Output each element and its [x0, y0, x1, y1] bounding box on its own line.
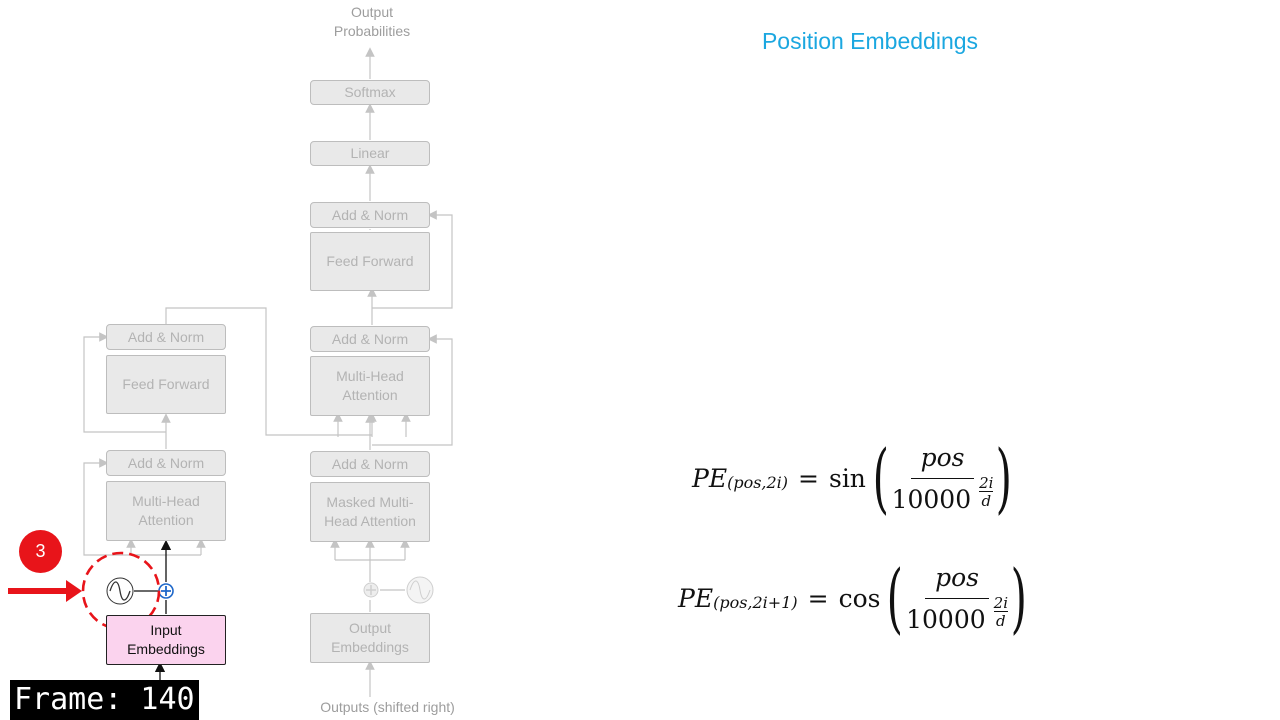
formula-exp-num: 2i: [979, 473, 994, 492]
formula-exp-den: d: [996, 612, 1006, 630]
formula-equals: =: [798, 463, 819, 493]
add-icon: [158, 583, 174, 599]
decoder-add-norm-top: Add & Norm: [310, 202, 430, 228]
decoder-sine-icon: [406, 576, 434, 604]
formula-sin-fraction: pos 10000 2i d: [892, 443, 994, 514]
linear-block: Linear: [310, 141, 430, 166]
softmax-block: Softmax: [310, 80, 430, 105]
formula-pe-label: PE: [678, 583, 714, 613]
masked-multi-head-attention-block: Masked Multi- Head Attention: [310, 482, 430, 542]
decoder-add-norm-bottom: Add & Norm: [310, 451, 430, 477]
positional-encoding-sine-icon: [106, 577, 134, 605]
formula-cos: PE(pos,2i+1) = cos ( pos 10000 2i d ): [678, 553, 1027, 642]
input-embeddings-block: Input Embeddings: [106, 615, 226, 665]
formula-sin: PE(pos,2i) = sin ( pos 10000 2i d ): [692, 433, 1013, 522]
decoder-add-norm-mid: Add & Norm: [310, 326, 430, 352]
step-badge: 3: [19, 530, 62, 573]
encoder-add-norm-bottom: Add & Norm: [106, 450, 226, 476]
decoder-feed-forward-block: Feed Forward: [310, 232, 430, 291]
decoder-add-icon: [363, 582, 379, 598]
output-embeddings-block: Output Embeddings: [310, 613, 430, 663]
formula-exp-den: d: [981, 492, 992, 510]
formula-sin-subscript: (pos,2i): [727, 472, 789, 492]
formula-numerator: pos: [925, 563, 989, 599]
output-probabilities-label: Output Probabilities: [333, 4, 411, 39]
encoder-feed-forward-block: Feed Forward: [106, 355, 226, 414]
encoder-multi-head-attention-block: Multi-Head Attention: [106, 481, 226, 541]
formula-numerator: pos: [910, 443, 975, 479]
formula-cos-fraction: pos 10000 2i d: [906, 563, 1008, 634]
encoder-add-norm-top: Add & Norm: [106, 324, 226, 350]
formula-cos-subscript: (pos,2i+1): [713, 592, 798, 612]
decoder-multi-head-attention-block: Multi-Head Attention: [310, 356, 430, 416]
panel-title: Position Embeddings: [761, 28, 979, 54]
pointer-arrow-icon: [8, 580, 82, 602]
formula-base: 10000: [906, 604, 986, 634]
formula-sin-func: sin: [828, 463, 866, 493]
formula-equals: =: [807, 583, 829, 613]
frame-counter: Frame: 140: [10, 680, 199, 720]
outputs-shifted-right-label: Outputs (shifted right): [320, 699, 455, 715]
formula-cos-func: cos: [838, 583, 881, 613]
formula-exp-num: 2i: [993, 593, 1008, 612]
formula-pe-label: PE: [692, 463, 728, 493]
formula-base: 10000: [891, 484, 972, 514]
